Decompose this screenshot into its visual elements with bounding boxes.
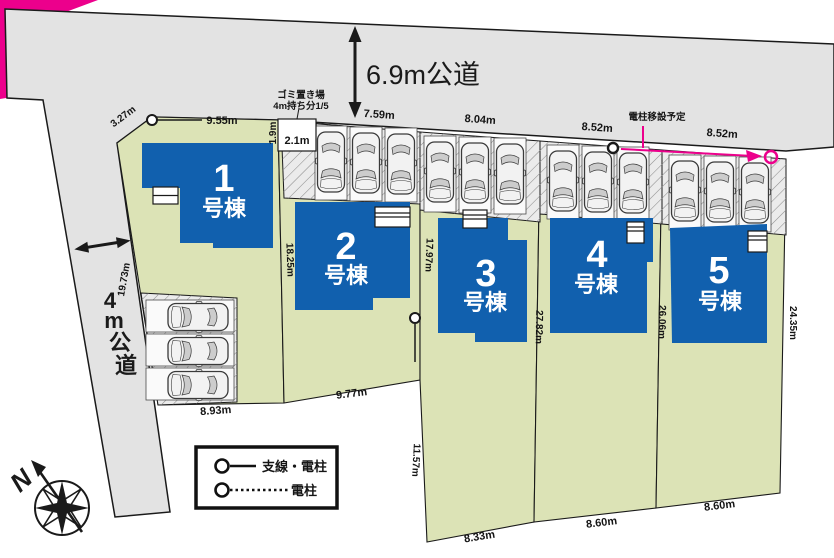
building-3-suffix: 号棟 xyxy=(463,290,508,315)
dim-lot2-bottom: 9.77m xyxy=(335,386,368,402)
pole-icon xyxy=(606,141,620,155)
dim-lot1-top: 9.55m xyxy=(206,115,237,127)
svg-text:m: m xyxy=(104,308,124,333)
dimension-labels: 3.27m 9.55m 1.9m 2.1m 7.59m 8.04m 8.52m … xyxy=(109,104,798,545)
car-icon xyxy=(423,141,457,203)
legend-pole-label: 電柱 xyxy=(291,483,317,498)
poles xyxy=(146,114,620,362)
parking-areas xyxy=(140,120,787,406)
dim-lot5-bottom: 8.60m xyxy=(703,498,736,514)
car-icon xyxy=(167,300,229,334)
dim-lot3-west: 11.57m xyxy=(409,443,422,477)
legend-box xyxy=(194,445,339,510)
svg-text:4: 4 xyxy=(104,288,117,313)
dim-lot4-top: 8.52m xyxy=(581,121,613,135)
building-2-suffix: 号棟 xyxy=(324,263,369,288)
dim-boundary-45: 26.06m xyxy=(656,305,668,339)
dim-lot3-bottom: 8.33m xyxy=(463,529,496,546)
pole-legend-icon xyxy=(214,482,230,498)
compass-star-diagonal xyxy=(42,488,82,528)
garbage-note-line1: ゴミ置き場 xyxy=(277,89,325,101)
car-icon xyxy=(458,142,492,204)
pink-arrowhead xyxy=(746,150,762,162)
car-icon xyxy=(314,131,348,193)
building-labels: 1 号棟 2 号棟 3 号棟 4 号棟 5 号棟 xyxy=(202,158,743,315)
building-1-number: 1 xyxy=(213,158,234,200)
dim-lot3-top: 8.04m xyxy=(464,113,496,127)
car-icon xyxy=(616,152,650,214)
pole-icon xyxy=(409,312,421,324)
building-5-number: 5 xyxy=(708,250,729,292)
svg-text:公: 公 xyxy=(109,330,131,355)
dim-boundary-12: 18.25m xyxy=(283,243,295,277)
svg-text:道: 道 xyxy=(115,353,137,378)
legend-guy-wire-label: 支線・電柱 xyxy=(261,459,327,474)
dim-boundary-23: 17.97m xyxy=(422,238,434,272)
car-icon xyxy=(349,132,383,194)
dim-east-boundary: 24.35m xyxy=(787,306,798,340)
dim-lot5-top: 8.52m xyxy=(706,127,738,141)
building-1-suffix: 号棟 xyxy=(202,196,247,221)
dim-lot2-top: 7.59m xyxy=(363,108,395,122)
building-2 xyxy=(295,202,410,310)
dim-gap: 1.9m xyxy=(268,121,279,144)
car-icon xyxy=(668,160,702,222)
car-icon xyxy=(738,162,772,224)
dim-garbage: 2.1m xyxy=(284,135,309,147)
utility-boxes xyxy=(152,186,768,253)
car-icon xyxy=(493,143,527,205)
north-arrow xyxy=(38,471,84,533)
car-icon xyxy=(703,161,737,223)
car-icon xyxy=(384,133,418,195)
pole-new-position-icon xyxy=(763,149,779,165)
annotations: ゴミ置き場 4m持ち分1/5 電柱移設予定 xyxy=(273,89,686,123)
dim-lot1-bottom: 8.93m xyxy=(200,404,232,418)
car-icon xyxy=(581,151,615,213)
building-5 xyxy=(670,224,767,343)
road-left-label: 4 m 公 道 xyxy=(104,288,137,378)
building-3 xyxy=(438,218,527,342)
pole-relocation-note: 電柱移設予定 xyxy=(628,111,686,123)
building-4-suffix: 号棟 xyxy=(574,272,619,297)
garbage-note-line2: 4m持ち分1/5 xyxy=(273,100,329,112)
legend: 支線・電柱 電柱 xyxy=(194,445,339,510)
building-5-suffix: 号棟 xyxy=(698,289,743,314)
pole-relocation-mark xyxy=(620,126,779,165)
building-2-number: 2 xyxy=(335,226,356,268)
building-3-number: 3 xyxy=(475,253,496,295)
car-icon xyxy=(167,368,229,402)
north-arrowhead xyxy=(31,460,46,477)
road-width-arrows xyxy=(74,26,362,253)
dim-lot4-bottom: 8.60m xyxy=(585,515,618,531)
guy-wire-pole-icon xyxy=(214,458,230,474)
garbage-area-box xyxy=(277,118,317,152)
car-icon xyxy=(167,334,229,368)
building-1 xyxy=(142,143,273,248)
compass: N xyxy=(4,460,90,536)
dim-boundary-34: 27.82m xyxy=(533,310,545,344)
car-icon xyxy=(546,150,580,212)
road-top-label: 6.9m公道 xyxy=(366,60,480,90)
pole-icon xyxy=(146,114,158,126)
north-label: N xyxy=(4,462,39,498)
building-4-number: 4 xyxy=(586,234,607,276)
building-4 xyxy=(550,218,653,333)
buildings xyxy=(142,143,767,343)
compass-star xyxy=(35,481,89,535)
garbage-leader-line xyxy=(296,107,300,120)
